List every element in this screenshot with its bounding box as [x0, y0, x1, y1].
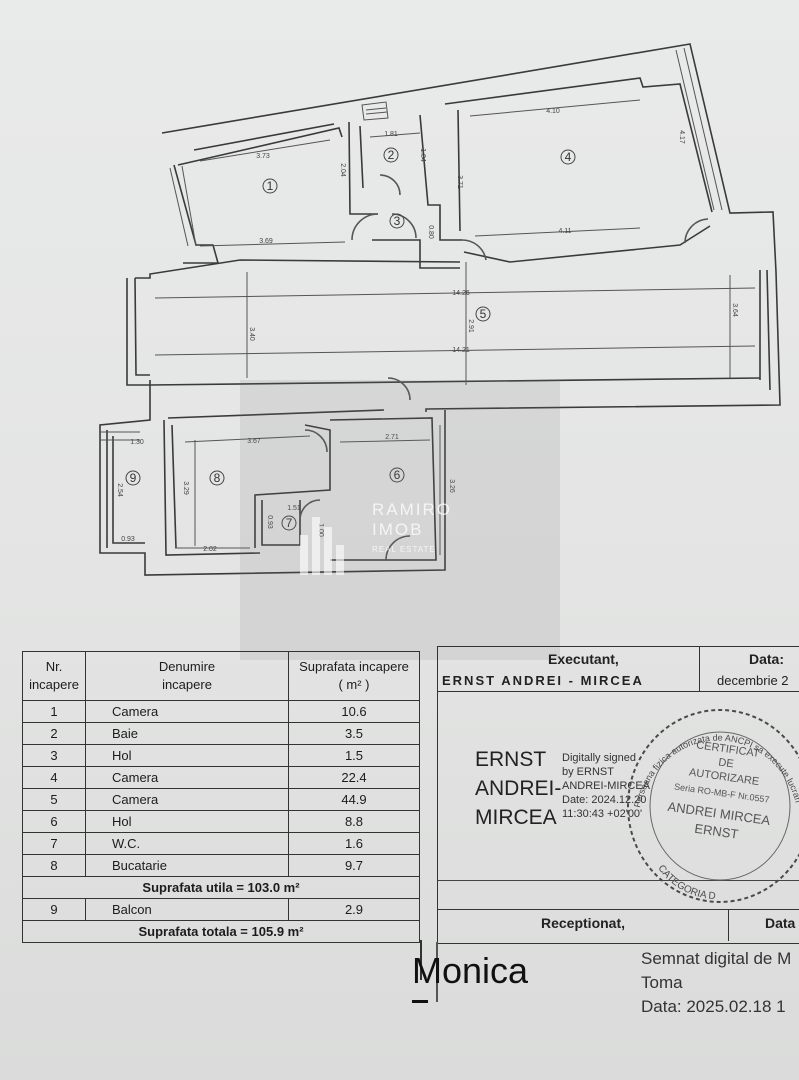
- dim-label: 1.84: [419, 148, 426, 162]
- room-marker-4: 4: [560, 149, 576, 165]
- dim-label: 1.51: [287, 505, 301, 512]
- room-marker-1: 1: [262, 178, 278, 194]
- room-marker-7: 7: [281, 515, 297, 531]
- divider: [420, 940, 422, 980]
- room-number: 2: [388, 148, 395, 162]
- dim-label: 3.64: [731, 303, 738, 317]
- divider: [436, 942, 438, 1002]
- executant-label: Executant,: [548, 651, 619, 667]
- room-marker-3: 3: [389, 213, 405, 229]
- received-row: [438, 909, 799, 942]
- stamp-ring-bottom: CATEGORIA D: [655, 863, 716, 902]
- room-marker-6: 6: [389, 467, 405, 483]
- room-number: 3: [394, 214, 401, 228]
- watermark-line: IMOB: [372, 520, 424, 539]
- header-nr: Nr.incapere: [22, 651, 86, 701]
- dim-label: 0.93: [266, 515, 273, 529]
- dimension-labels: 3.73 2.04 3.69 1.81 1.84 0.80 4.10 4.17 …: [116, 108, 738, 553]
- floor-plan: 1 2 3 4 5 6 7 8 9 3.73 2.04 3.69 1.81 1.…: [99, 43, 781, 576]
- dim-label: 4.11: [558, 228, 571, 235]
- dim-label: 3.73: [256, 153, 270, 160]
- dim-label: 2.71: [385, 434, 399, 441]
- dim-label: 14.21: [452, 347, 470, 354]
- room-number: 5: [480, 307, 487, 321]
- executant-header: [438, 647, 799, 692]
- room-marker-9: 9: [125, 470, 141, 486]
- dim-label: 3.40: [248, 327, 255, 341]
- room-marker-5: 5: [475, 306, 491, 322]
- dim-label: 4.17: [678, 130, 685, 144]
- dim-label: 2.04: [339, 163, 346, 177]
- signer-name: ERNST ANDREI- MIRCEA: [475, 748, 562, 829]
- dim-label: 2.54: [116, 483, 123, 497]
- authorization-stamp-icon: Persoana fizica autorizata de ANCPI sa e…: [620, 708, 799, 903]
- date-label: Data:: [749, 651, 785, 667]
- watermark-logo-icon: [300, 505, 350, 575]
- digital-signature-text: Digitally signed by ERNST ANDREI-MIRCEA …: [562, 752, 651, 820]
- date-value: decembrie 2: [717, 673, 789, 688]
- svg-text:CATEGORIA D: CATEGORIA D: [655, 863, 716, 902]
- dim-label: 14.26: [452, 290, 470, 297]
- total-area-row: Suprafata totala = 105.9 m²: [22, 920, 420, 943]
- room-number: 4: [565, 150, 572, 164]
- divider: [699, 647, 700, 691]
- room-number: 9: [130, 471, 137, 485]
- received-label: Receptionat,: [541, 915, 626, 931]
- dim-label: 4.10: [546, 108, 560, 115]
- executant-name: ERNST ANDREI - MIRCEA: [442, 673, 644, 688]
- dim-label: 3.67: [247, 438, 261, 445]
- util-area-row: Suprafata utila = 103.0 m²: [22, 876, 420, 899]
- second-signer-name: Monica: [412, 950, 529, 991]
- room-number: 1: [267, 179, 274, 193]
- dim-label: 2.02: [203, 546, 217, 553]
- dim-label: 0.80: [427, 225, 434, 239]
- dim-label: 0.93: [121, 536, 135, 543]
- executant-box: Executant, ERNST ANDREI - MIRCEA Data: d…: [437, 646, 799, 944]
- stamp-text: ERNST: [694, 821, 740, 842]
- received-date-label: Data: [765, 915, 796, 931]
- divider: [728, 909, 729, 941]
- dim-label: 1.00: [317, 523, 324, 537]
- dim-label: 3.71: [456, 175, 463, 189]
- watermark-line: RAMIRO: [372, 500, 452, 519]
- room-marker-8: 8: [209, 470, 225, 486]
- dim-label: 1.81: [384, 131, 398, 138]
- dim-label: 3.26: [448, 479, 455, 493]
- stamp-text: DE: [718, 756, 735, 770]
- watermark-text: RAMIRO IMOB REAL ESTATE: [372, 500, 452, 560]
- dim-label: 2.91: [467, 319, 474, 333]
- room-marker-2: 2: [383, 147, 399, 163]
- header-area: Suprafata incapere( m² ): [288, 651, 420, 701]
- second-digital-signature: Semnat digital de M Toma Data: 2025.02.1…: [641, 949, 792, 1016]
- floor-plan-drawing: 1 2 3 4 5 6 7 8 9 3.73 2.04 3.69 1.81 1.…: [99, 43, 781, 576]
- dim-label: 3.69: [259, 238, 273, 245]
- watermark-line: REAL ESTATE: [372, 545, 436, 554]
- room-number: 8: [214, 471, 221, 485]
- dim-label: 3.29: [182, 481, 189, 495]
- room-number: 7: [286, 516, 293, 530]
- dim-label: 1.30: [130, 439, 144, 446]
- room-number: 6: [394, 468, 401, 482]
- divider: [438, 880, 799, 881]
- divider: [412, 1000, 428, 1003]
